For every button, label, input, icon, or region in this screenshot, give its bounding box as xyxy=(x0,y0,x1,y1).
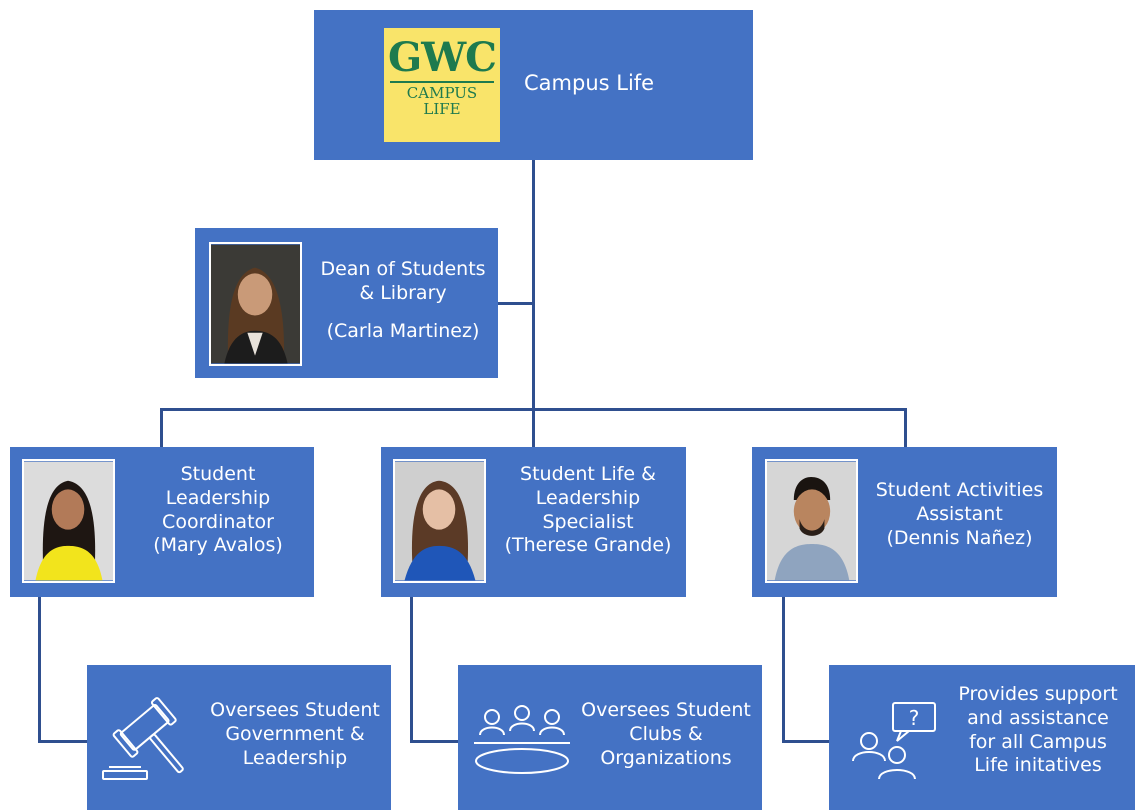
duty-text-line: and assistance xyxy=(967,706,1109,729)
connector-top-vertical xyxy=(532,160,535,410)
staff-text-line: Student Life & xyxy=(520,463,656,485)
portrait-icon xyxy=(395,461,484,581)
staff-box-mary: Student Leadership Coordinator (Mary Ava… xyxy=(10,447,314,597)
campus-life-title: Campus Life xyxy=(524,71,655,95)
mary-text: Student Leadership Coordinator (Mary Ava… xyxy=(132,463,304,558)
duty-text-line: Clubs & xyxy=(629,722,703,745)
connector-dean xyxy=(498,302,534,305)
staff-text-line: Coordinator xyxy=(162,510,274,533)
duty-clubs-text: Oversees Student Clubs & Organizations xyxy=(570,699,762,770)
portrait-icon xyxy=(211,244,300,364)
duty-box-clubs: Oversees Student Clubs & Organizations xyxy=(458,665,762,810)
gavel-icon xyxy=(97,693,207,789)
dean-name: (Carla Martinez) xyxy=(326,319,480,342)
staff-text-line: Assistant xyxy=(916,502,1003,525)
question-chat-icon: ? xyxy=(841,699,945,785)
gwc-logo: GWC CAMPUS LIFE xyxy=(384,28,500,142)
staff-text-line: (Mary Avalos) xyxy=(153,534,283,557)
connector-duty-center-v xyxy=(410,597,413,743)
connector-duty-center-h xyxy=(410,740,460,743)
duty-text-line: Oversees Student xyxy=(210,699,380,721)
duty-text-line: Life initatives xyxy=(974,754,1102,777)
dean-title-line: Dean of Students xyxy=(320,258,486,280)
duty-box-government: Oversees Student Government & Leadership xyxy=(87,665,391,810)
connector-duty-left-h xyxy=(38,740,88,743)
staff-box-therese: Student Life & Leadership Specialist (Th… xyxy=(381,447,686,597)
staff-text-line: Leadership xyxy=(165,486,271,509)
duty-text-line: Provides support xyxy=(958,683,1118,705)
staff-text-line: (Dennis Nañez) xyxy=(886,526,1033,549)
therese-photo xyxy=(393,459,486,583)
staff-text-line: Specialist xyxy=(542,510,634,533)
staff-text-line: Leadership xyxy=(535,486,641,509)
dean-box: Dean of Students & Library (Carla Martin… xyxy=(195,228,498,378)
connector-duty-left-v xyxy=(38,597,41,743)
logo-campus-text: CAMPUS xyxy=(406,84,478,102)
dennis-text: Student Activities Assistant (Dennis Nañ… xyxy=(862,479,1057,550)
connector-down-center xyxy=(532,408,535,448)
duty-text-line: Leadership xyxy=(242,746,348,769)
campus-life-box: GWC CAMPUS LIFE Campus Life xyxy=(314,10,753,160)
logo-life-text: LIFE xyxy=(423,99,461,118)
dean-photo xyxy=(209,242,302,366)
duty-support-text: Provides support and assistance for all … xyxy=(941,683,1135,778)
meeting-icon xyxy=(470,703,574,783)
duty-text-line: for all Campus xyxy=(969,730,1107,753)
logo-rule xyxy=(390,81,494,83)
staff-text-line: (Therese Grande) xyxy=(504,534,672,557)
connector-duty-right-v xyxy=(782,597,785,743)
dennis-photo xyxy=(765,459,858,583)
staff-text-line: Student xyxy=(180,463,256,485)
mary-photo xyxy=(22,459,115,583)
logo-gwc-text: GWC xyxy=(388,34,497,81)
duty-text-line: Organizations xyxy=(600,746,732,769)
duty-text-line: Government & xyxy=(225,722,365,745)
duty-government-text: Oversees Student Government & Leadership xyxy=(199,699,391,770)
staff-text-line: Student Activities xyxy=(875,479,1044,501)
connector-down-left xyxy=(160,408,163,448)
connector-down-right xyxy=(904,408,907,448)
dean-title-line: & Library xyxy=(359,281,447,304)
duty-text-line: Oversees Student xyxy=(581,699,751,721)
connector-duty-right-h xyxy=(782,740,832,743)
svg-text:?: ? xyxy=(909,706,920,730)
staff-box-dennis: Student Activities Assistant (Dennis Nañ… xyxy=(752,447,1057,597)
portrait-icon xyxy=(24,461,113,581)
therese-text: Student Life & Leadership Specialist (Th… xyxy=(493,463,683,558)
portrait-icon xyxy=(767,461,856,581)
duty-box-support: ? Provides support and assistance for al… xyxy=(829,665,1135,810)
dean-title: Dean of Students & Library (Carla Martin… xyxy=(308,258,498,343)
